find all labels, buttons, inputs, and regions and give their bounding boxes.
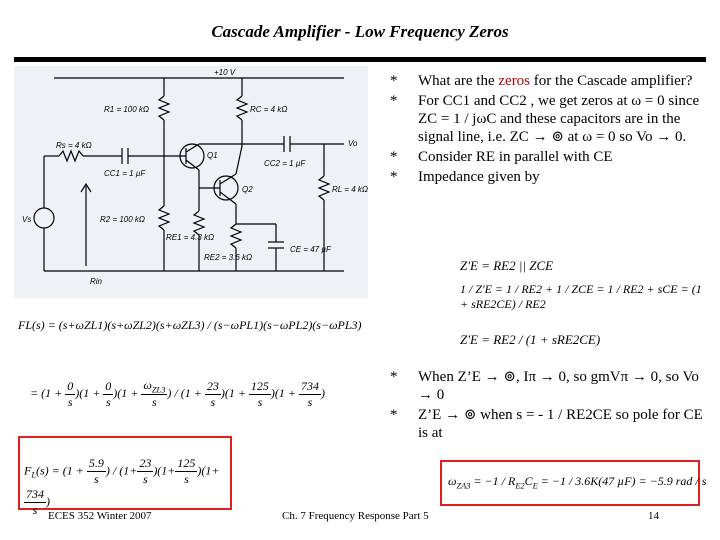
page-title: Cascade Amplifier - Low Frequency Zeros	[211, 22, 509, 41]
label-vs: Vs	[22, 215, 31, 224]
bullet-item: * Impedance given by	[390, 169, 540, 185]
eq-impedance-2: 1 / Z'E = 1 / RE2 + 1 / ZCE = 1 / RE2 + …	[460, 282, 702, 311]
footer-page-number: 14	[648, 510, 659, 522]
eq-impedance-3: Z'E = RE2 / (1 + sRE2CE)	[460, 332, 601, 347]
label-r1: R1 = 100 kΩ	[104, 105, 149, 114]
eq-wza: ωZA3 = −1 / RE2CE = −1 / 3.6K(47 µF) = −…	[448, 474, 707, 491]
footer-chapter: Ch. 7 Frequency Response Part 5	[282, 510, 429, 522]
bullet-list-lower: * When Z’E → ⊚, Iπ → 0, so gmVπ → 0, so …	[388, 368, 710, 444]
label-q1: Q1	[207, 151, 218, 160]
label-ce: CE = 47 µF	[290, 245, 332, 254]
label-r2: R2 = 100 kΩ	[100, 215, 145, 224]
footer-course: ECES 352 Winter 2007	[48, 510, 152, 522]
label-rs: Rs = 4 kΩ	[56, 141, 92, 150]
label-cc1: CC1 = 1 µF	[104, 169, 146, 178]
label-q2: Q2	[242, 185, 253, 194]
title-rule	[14, 57, 706, 62]
label-vo: Vo	[348, 139, 358, 148]
label-rin: Rin	[90, 277, 103, 286]
bullet-item: * What are the zeros for the Cascade amp…	[390, 73, 693, 89]
eq-impedance-1: Z'E = RE2 || ZCE	[460, 258, 554, 273]
label-rl: RL = 4 kΩ	[332, 185, 368, 194]
eq-fl-general: FL(s) = (s+ωZL1)(s+ωZL2)(s+ωZL3) / (s−ωP…	[18, 318, 362, 332]
bullet-list-upper: * What are the zeros for the Cascade amp…	[388, 72, 710, 188]
circuit-schematic: +10 V R1 = 100 kΩ RC = 4 kΩ Rs = 4 kΩ CC…	[22, 68, 368, 286]
label-supply: +10 V	[214, 68, 236, 77]
label-re2: RE2 = 3.6 kΩ	[204, 253, 252, 262]
bullet-item: * Z’E → ⊚ when s = - 1 / RE2CE so pole f…	[390, 407, 703, 441]
bullet-item: * Consider RE in parallel with CE	[390, 149, 613, 165]
label-cc2: CC2 = 1 µF	[264, 159, 306, 168]
label-rc: RC = 4 kΩ	[250, 105, 287, 114]
bullet-item: * When Z’E → ⊚, Iπ → 0, so gmVπ → 0, so …	[390, 369, 699, 403]
bullet-item: * For CC1 and CC2 , we get zeros at ω = …	[390, 93, 700, 145]
label-re1: RE1 = 4.3 kΩ	[166, 233, 214, 242]
highlight-wza: ωZA3 = −1 / RE2CE = −1 / 3.6K(47 µF) = −…	[440, 460, 706, 506]
circuit-diagram: +10 V R1 = 100 kΩ RC = 4 kΩ Rs = 4 kΩ CC…	[14, 66, 368, 298]
